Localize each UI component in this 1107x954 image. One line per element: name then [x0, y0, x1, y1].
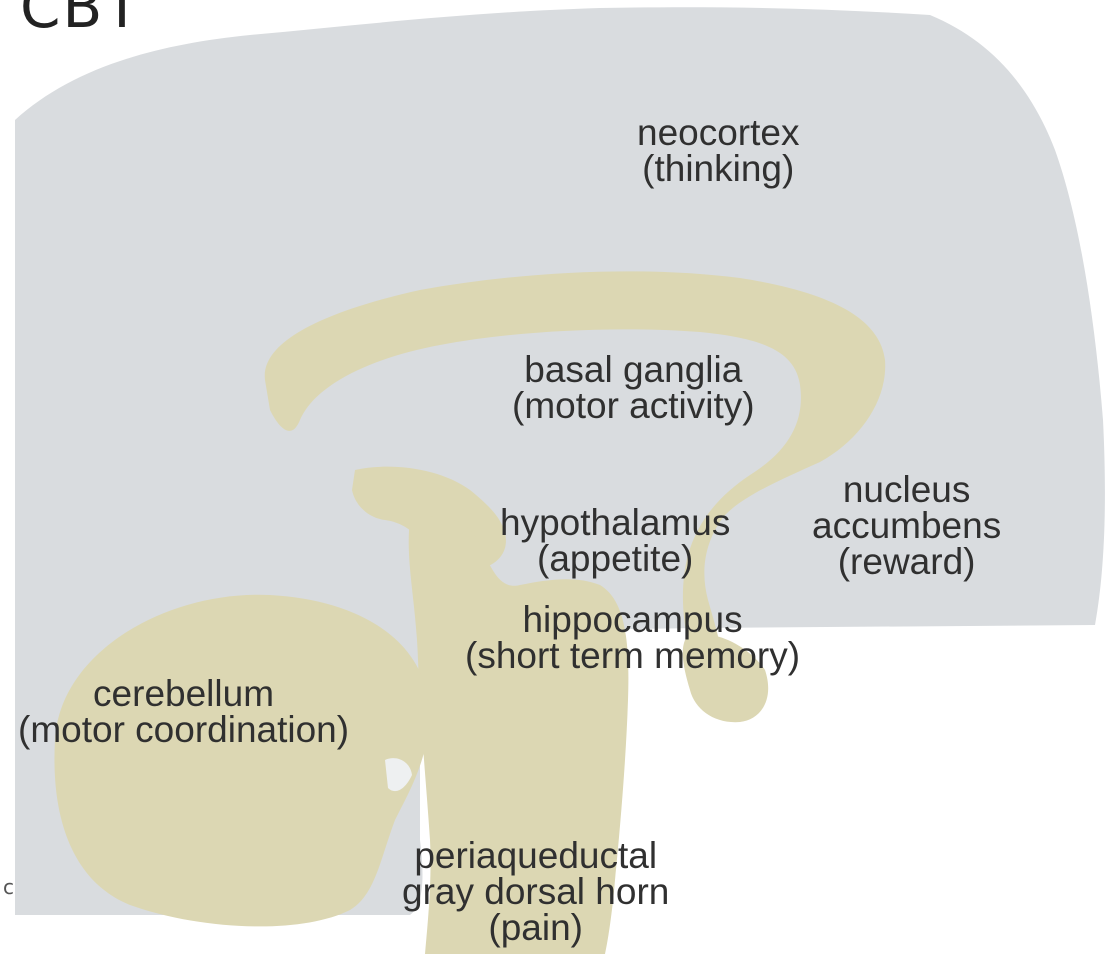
neocortex-name: neocortex	[637, 115, 800, 151]
hippocampus-name: hippocampus	[465, 602, 800, 638]
periaqueductal-line1: periaqueductal	[402, 838, 669, 874]
nucleus-accumbens-line1: nucleus	[812, 472, 1001, 508]
hypothalamus-function: (appetite)	[500, 541, 730, 577]
label-neocortex: neocortex (thinking)	[637, 115, 800, 187]
nucleus-accumbens-function: (reward)	[812, 544, 1001, 580]
periaqueductal-function: (pain)	[402, 910, 669, 946]
hypothalamus-name: hypothalamus	[500, 505, 730, 541]
label-cerebellum: cerebellum (motor coordination)	[18, 676, 349, 748]
basal-ganglia-function: (motor activity)	[512, 388, 755, 424]
hippocampus-function: (short term memory)	[465, 638, 800, 674]
basal-ganglia-name: basal ganglia	[512, 352, 755, 388]
label-basal-ganglia: basal ganglia (motor activity)	[512, 352, 755, 424]
label-hippocampus: hippocampus (short term memory)	[465, 602, 800, 674]
neocortex-function: (thinking)	[637, 151, 800, 187]
label-hypothalamus: hypothalamus (appetite)	[500, 505, 730, 577]
cerebellum-name: cerebellum	[18, 676, 349, 712]
cerebellum-shape	[54, 595, 428, 927]
stray-character: c	[3, 875, 14, 899]
cerebellum-function: (motor coordination)	[18, 712, 349, 748]
label-nucleus-accumbens: nucleus accumbens (reward)	[812, 472, 1001, 580]
nucleus-accumbens-line2: accumbens	[812, 508, 1001, 544]
slide-title: CBT	[20, 0, 142, 36]
label-periaqueductal: periaqueductal gray dorsal horn (pain)	[402, 838, 669, 946]
periaqueductal-line2: gray dorsal horn	[402, 874, 669, 910]
